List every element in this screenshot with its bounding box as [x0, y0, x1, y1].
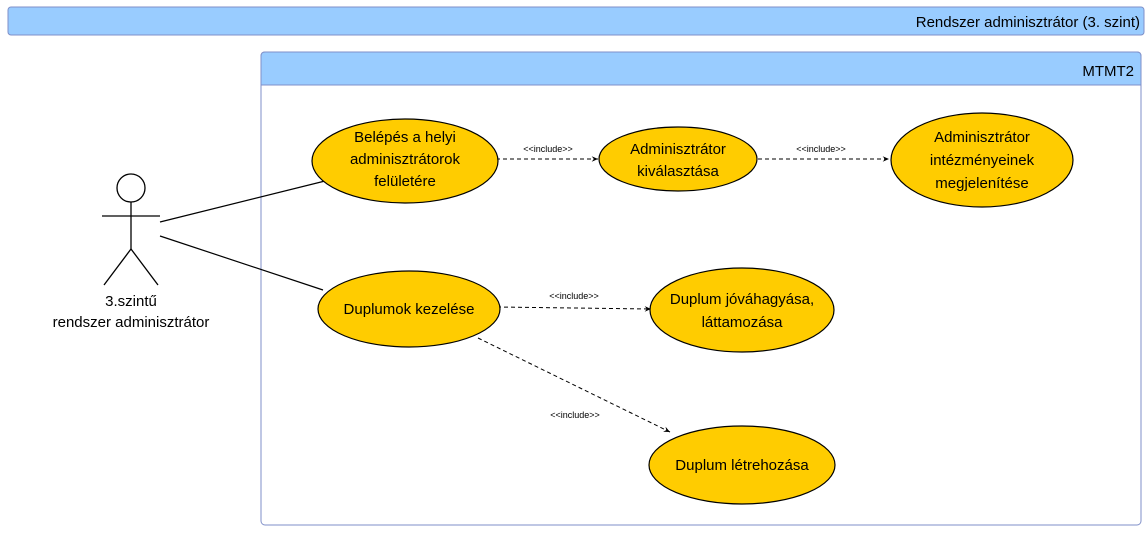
outer-frame: Rendszer adminisztrátor (3. szint) [7, 6, 1145, 36]
outer-frame-header [7, 6, 1145, 36]
use-case-jovahagyas-line-1: Duplum jóváhagyása, [670, 291, 814, 308]
inner-frame-header [260, 51, 1142, 86]
inner-frame-title: MTMT2 [1082, 63, 1134, 80]
use-case-belepes-line-1: Belépés a helyi [354, 129, 456, 146]
use-case-intezmenyek-line-3: megjelenítése [935, 175, 1028, 192]
actor-head [116, 173, 146, 203]
use-case-duplumok[interactable]: Duplumok kezelése [317, 270, 501, 348]
include-arrow-4 [477, 337, 671, 433]
use-case-belepes-line-3: felületére [374, 173, 436, 190]
actor-right-leg [130, 248, 159, 286]
include-label-3: <<include>> [549, 291, 599, 301]
use-case-jovahagyas-line-2: láttamozása [702, 314, 784, 331]
actor-left-leg [103, 248, 132, 286]
use-case-duplumok-label: Duplumok kezelése [344, 301, 475, 318]
use-case-admin-kivalasztas-line-1: Adminisztrátor [630, 141, 726, 158]
actor-label-line-1: 3.szintű [105, 293, 157, 310]
use-case-letrehozas-label: Duplum létrehozása [675, 457, 809, 474]
include-label-2: <<include>> [796, 144, 846, 154]
use-case-letrehozas-shape [648, 425, 836, 505]
include-arrow-3 [496, 306, 652, 312]
outer-frame-title: Rendszer adminisztrátor (3. szint) [916, 14, 1140, 31]
association-duplumok [159, 235, 324, 291]
use-case-admin-kivalasztas-shape [598, 126, 758, 192]
use-case-jovahagyas[interactable]: Duplum jóváhagyása, láttamozása [649, 267, 835, 353]
use-case-belepes[interactable]: Belépés a helyi adminisztrátorok felület… [311, 118, 499, 204]
use-case-belepes-line-2: adminisztrátorok [350, 151, 461, 168]
include-label-4: <<include>> [550, 410, 600, 420]
use-case-intezmenyek-line-1: Adminisztrátor [934, 129, 1030, 146]
use-case-admin-kivalasztas-line-2: kiválasztása [637, 163, 719, 180]
use-case-belepes-shape [311, 118, 499, 204]
actor[interactable]: 3.szintű rendszer adminisztrátor [53, 173, 210, 331]
use-case-intezmenyek-shape [890, 112, 1074, 208]
association-belepes [159, 180, 326, 223]
use-case-intezmenyek[interactable]: Adminisztrátor intézményeinek megjelenít… [890, 112, 1074, 208]
use-case-letrehozas[interactable]: Duplum létrehozása [648, 425, 836, 505]
include-label-1: <<include>> [523, 144, 573, 154]
use-case-intezmenyek-line-2: intézményeinek [930, 152, 1035, 169]
use-case-duplumok-shape [317, 270, 501, 348]
use-case-jovahagyas-shape [649, 267, 835, 353]
actor-label-line-2: rendszer adminisztrátor [53, 314, 210, 331]
use-case-admin-kivalasztas[interactable]: Adminisztrátor kiválasztása [598, 126, 758, 192]
